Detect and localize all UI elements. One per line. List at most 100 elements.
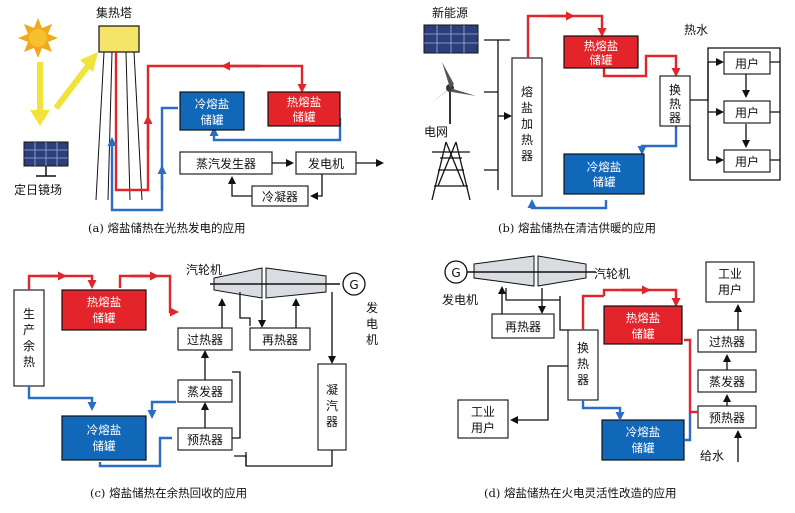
preheater-label-c: 预热器 <box>187 433 223 447</box>
generator-label-d: 发电机 <box>442 292 478 307</box>
steam-generator-label: 蒸汽发生器 <box>196 156 256 171</box>
caption-d: (d) 熔盐储热在火电灵活性改造的应用 <box>484 486 677 500</box>
caption-a: (a) 熔盐储热在光热发电的应用 <box>88 221 245 235</box>
heater-char-1: 熔 <box>521 84 533 99</box>
industrial-user-top-box <box>705 261 755 303</box>
cold-tank-c <box>61 415 147 461</box>
reheater-box-d <box>491 313 555 339</box>
generator-c-char-1: 发 <box>366 300 378 315</box>
industrial-user-top-line1: 工业 <box>718 267 742 281</box>
caption-c: (c) 熔盐储热在余热回收的应用 <box>90 486 247 500</box>
generator-c-char-3: 机 <box>366 333 378 347</box>
generator-label-a: 发电机 <box>308 156 344 171</box>
condenser-c-char-1: 凝 <box>326 382 338 397</box>
hot-tank-a <box>267 91 341 127</box>
reheater-label-d: 再热器 <box>505 320 541 334</box>
waste-heat-char-1: 生 <box>23 307 35 321</box>
cold-tank-a-line1: 冷熔盐 <box>195 97 230 111</box>
tower-legs <box>95 51 143 201</box>
cold-tank-b <box>563 153 645 195</box>
preheater-label-d: 预热器 <box>709 411 745 425</box>
hot-tank-b-line1: 热熔盐 <box>584 39 619 53</box>
tower-label: 集热塔 <box>96 5 132 20</box>
reheater-box-c <box>249 327 311 351</box>
condenser-box-c <box>317 363 347 451</box>
industrial-user-left-box <box>457 399 509 439</box>
condenser-c-char-2: 汽 <box>326 398 338 413</box>
cold-tank-d-line2: 储罐 <box>632 441 655 455</box>
turbine-icon <box>210 267 340 299</box>
hot-water-label: 热水 <box>684 23 708 37</box>
heater-char-4: 热 <box>521 133 533 147</box>
hot-tank-d-line2: 储罐 <box>632 327 655 341</box>
grid-label: 电网 <box>424 125 448 139</box>
hx-b-char-3: 器 <box>669 111 681 125</box>
hot-tank-b <box>563 35 639 69</box>
superheater-label-c: 过热器 <box>187 333 223 347</box>
heater-char-3: 加 <box>521 117 533 131</box>
user-box-2 <box>723 100 771 124</box>
turbine-icon-d <box>467 255 596 287</box>
cold-tank-c-line2: 储罐 <box>93 439 116 453</box>
turbine-label-d: 汽轮机 <box>594 266 630 281</box>
cold-tank-d-line1: 冷熔盐 <box>626 425 661 439</box>
hot-tank-b-line2: 储罐 <box>590 53 613 67</box>
heat-exchanger-b-box <box>659 75 691 127</box>
generator-icon: G <box>342 272 366 296</box>
new-energy-label: 新能源 <box>432 5 468 20</box>
power-tower-icon <box>431 141 471 201</box>
condenser-label-a: 冷凝器 <box>262 189 298 204</box>
hx-d-char-2: 热 <box>577 357 589 371</box>
evaporator-label-c: 蒸发器 <box>187 384 223 399</box>
generator-symbol-d: G <box>451 266 460 280</box>
hot-tank-c-line1: 热熔盐 <box>87 295 122 309</box>
user-label-1: 用户 <box>735 56 759 71</box>
solar-panel-icon <box>423 24 479 54</box>
waste-heat-box <box>13 289 45 387</box>
user-label-3: 用户 <box>735 154 759 169</box>
user-label-2: 用户 <box>735 105 759 120</box>
industrial-user-left-line1: 工业 <box>471 405 495 419</box>
hot-tank-a-line2: 储罐 <box>293 110 316 124</box>
caption-b: (b) 熔盐储热在清洁供暖的应用 <box>498 221 656 235</box>
waste-heat-char-4: 热 <box>23 355 35 369</box>
generator-symbol-c: G <box>349 278 358 292</box>
hx-d-char-3: 器 <box>577 373 589 387</box>
hot-tank-d <box>603 305 683 345</box>
heliostat-label: 定日镜场 <box>14 182 62 197</box>
hot-tank-d-line1: 热熔盐 <box>626 311 661 325</box>
heliostat-icon <box>23 141 69 177</box>
hx-b-char-1: 换 <box>669 83 681 97</box>
evaporator-label-d: 蒸发器 <box>709 374 745 389</box>
superheater-label-d: 过热器 <box>709 335 745 349</box>
user-box-3 <box>723 149 771 173</box>
user-box-1 <box>723 51 771 75</box>
wind-turbine-icon <box>430 62 476 124</box>
generator-c-char-2: 电 <box>366 317 378 331</box>
panel-a: 定日镜场 集热塔 冷熔盐 储罐 热熔盐 储罐 蒸汽发生器 发电机 冷凝器 (a)… <box>14 5 384 235</box>
generator-icon-d: G <box>444 260 468 284</box>
cold-tank-a <box>179 91 245 131</box>
sun-icon <box>18 18 58 58</box>
hx-d-char-1: 换 <box>577 341 589 355</box>
cold-tank-b-line2: 储罐 <box>593 175 616 189</box>
reheater-label-c: 再热器 <box>262 333 298 347</box>
hot-tank-c-line2: 储罐 <box>93 311 116 325</box>
heater-char-2: 盐 <box>521 101 533 115</box>
waste-heat-char-3: 余 <box>23 338 35 353</box>
condenser-c-char-3: 器 <box>326 415 338 429</box>
hot-tank-a-line1: 热熔盐 <box>287 95 322 109</box>
superheater-box-d <box>697 329 757 353</box>
reflect-ray-icon <box>53 64 91 110</box>
heat-exchanger-d-box <box>567 329 599 401</box>
cold-tank-a-line2: 储罐 <box>201 113 224 127</box>
cold-tank-c-line1: 冷熔盐 <box>87 423 122 437</box>
panel-c: 生 产 余 热 热熔盐 储罐 冷熔盐 储罐 汽轮机 G 发 电 机 <box>13 262 378 500</box>
cold-salt-pipe <box>107 106 178 212</box>
waste-heat-char-2: 产 <box>23 323 35 337</box>
turbine-label-c: 汽轮机 <box>186 262 222 277</box>
hot-tank-c <box>61 289 147 331</box>
industrial-user-top-line2: 用户 <box>718 282 742 297</box>
heater-char-5: 器 <box>521 149 533 163</box>
